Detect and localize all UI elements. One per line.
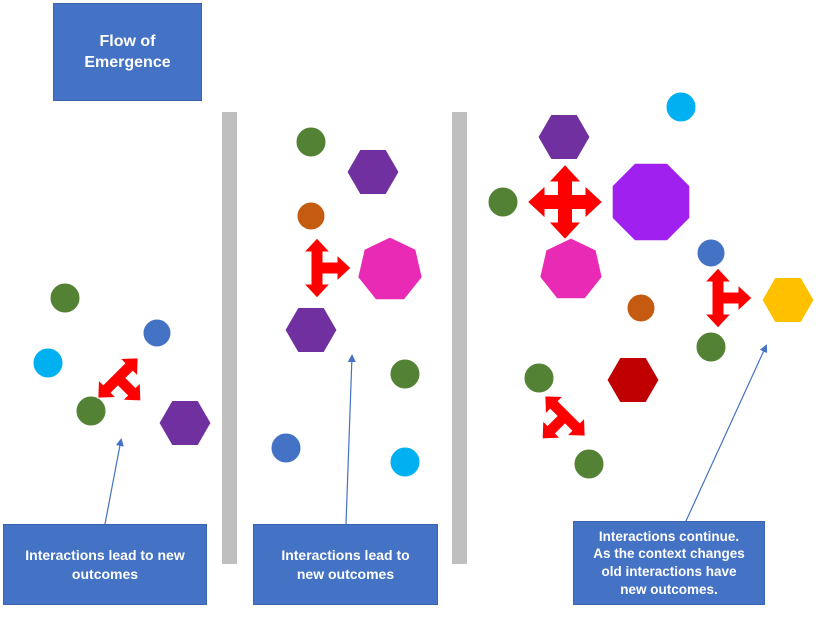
divider-right [452, 112, 467, 564]
green-circle [389, 358, 421, 390]
purple-hexagon [537, 114, 591, 160]
purple-hexagon [158, 400, 212, 446]
caption-box-1: Interactions lead to new outcomes [3, 524, 207, 605]
interaction-arrow-1 [97, 357, 142, 402]
pointer-line-1 [104, 438, 124, 525]
magenta-heptagon [357, 236, 423, 301]
green-circle [75, 395, 107, 427]
orange-circle [626, 293, 656, 323]
blue-circle [696, 238, 726, 268]
pointer-line-3 [685, 344, 768, 522]
caption-text-3: Interactions continue. As the context ch… [593, 528, 745, 597]
caption-box-3: Interactions continue. As the context ch… [573, 521, 765, 605]
green-circle [695, 331, 727, 363]
divider-left [222, 112, 237, 564]
green-circle [49, 282, 81, 314]
green-circle [523, 362, 555, 394]
title-box: Flow of Emergence [53, 3, 202, 101]
cyan-circle [665, 91, 697, 123]
cyan-circle [389, 446, 421, 478]
purple-hexagon [284, 307, 338, 353]
magenta-heptagon [539, 237, 603, 300]
blue-circle [142, 318, 172, 348]
violet-octagon [611, 162, 691, 242]
orange-circle [296, 201, 326, 231]
caption-text-2: Interactions lead to new outcomes [281, 547, 410, 582]
green-circle [487, 186, 519, 218]
interaction-arrow-3 [526, 163, 604, 241]
interaction-arrow-4 [703, 267, 753, 329]
interaction-arrow-2 [302, 237, 352, 299]
gold-hexagon [761, 277, 815, 323]
green-circle [295, 126, 327, 158]
pointer-line-2 [345, 354, 356, 525]
blue-circle [270, 432, 302, 464]
green-circle [573, 448, 605, 480]
interaction-arrow-5 [541, 395, 586, 440]
caption-box-2: Interactions lead to new outcomes [253, 524, 438, 605]
cyan-circle [32, 347, 64, 379]
purple-hexagon [346, 149, 400, 195]
caption-text-1: Interactions lead to new outcomes [25, 547, 185, 582]
title-text: Flow of Emergence [84, 32, 171, 71]
dark-red-hexagon [606, 357, 660, 403]
